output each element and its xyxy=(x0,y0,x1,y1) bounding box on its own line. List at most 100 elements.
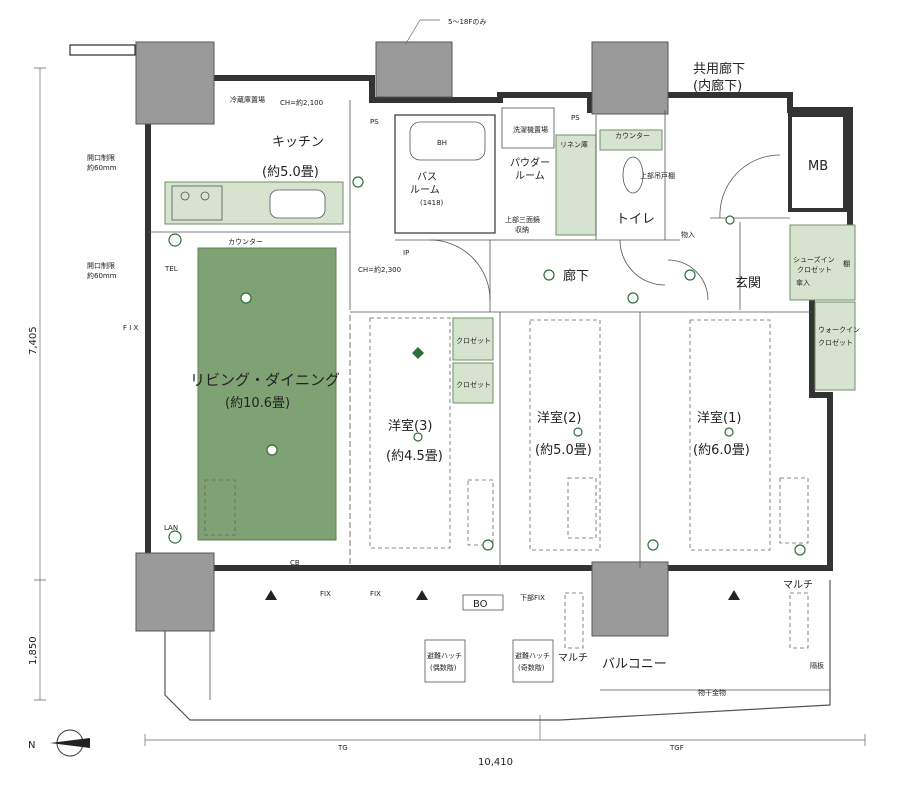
opening1: 開口制限 xyxy=(87,153,115,162)
toilet-counter xyxy=(599,129,663,151)
walkin-label: ウォークイン xyxy=(818,326,860,334)
mb-name: MB xyxy=(808,159,828,174)
dim-depth-balcony: 1,850 xyxy=(28,636,39,665)
room2-size: (約5.0畳) xyxy=(535,443,592,458)
corridor-sub: (内廊下) xyxy=(693,78,742,94)
fridge-label: 冷蔵庫置場 xyxy=(230,95,265,104)
tg-label: TG xyxy=(337,744,348,752)
bath-code: (1418) xyxy=(420,199,444,207)
column-ne xyxy=(591,41,669,115)
hatch2b: (奇数階) xyxy=(518,663,545,672)
shoe-closet xyxy=(789,224,856,301)
shelf-label: 棚 xyxy=(843,259,850,268)
bath-name2: ルーム xyxy=(410,184,440,196)
column-n xyxy=(375,41,453,98)
counter-toilet: カウンター xyxy=(615,131,650,140)
toilet-bowl xyxy=(622,156,644,194)
umb-label: 傘入 xyxy=(796,278,810,287)
room2-name: 洋室(2) xyxy=(537,410,581,426)
counter-kitchen: カウンター xyxy=(228,237,263,246)
column-nw xyxy=(135,41,215,125)
powder-name1: パウダー xyxy=(510,156,550,169)
floor-note: 5～18Fのみ xyxy=(448,18,486,26)
hanging-label: 上部吊戸棚 xyxy=(640,171,675,180)
bh-label: BH xyxy=(437,139,447,147)
ldk-floor xyxy=(197,247,337,541)
north-label: N xyxy=(28,740,35,751)
opening2b: 約60mm xyxy=(87,271,117,280)
linen-label: リネン庫 xyxy=(560,140,588,149)
opening1b: 約60mm xyxy=(87,163,117,172)
walkin-closet xyxy=(814,301,856,391)
ch-hall: CH=約2,300 xyxy=(358,265,401,274)
tel-label: TEL xyxy=(164,265,178,273)
neighbor-wall xyxy=(69,44,136,56)
shoes-closet-label: クロゼット xyxy=(797,265,832,274)
room1-name: 洋室(1) xyxy=(697,410,741,426)
washer-area xyxy=(501,107,555,149)
north-arrow-icon xyxy=(50,738,90,748)
light-fixtures xyxy=(168,176,806,556)
partition-label: 隔板 xyxy=(810,661,824,670)
hatch2a: 避難ハッチ xyxy=(515,651,550,660)
ldk-size: (約10.6畳) xyxy=(225,396,290,411)
room3-size: (約4.5畳) xyxy=(386,449,443,464)
ldk-name: リビング・ダイニング xyxy=(190,371,340,389)
delivery-label: 物入 xyxy=(681,230,695,239)
multi2-label: マルチ xyxy=(783,579,813,591)
washer-label: 洗濯機置場 xyxy=(513,125,548,134)
room3-name: 洋室(3) xyxy=(388,418,432,434)
hatch-even xyxy=(424,639,466,683)
hatch1b: (偶数階) xyxy=(430,663,457,672)
walkin-label2: クロゼット xyxy=(818,338,853,347)
toilet-name: トイレ xyxy=(616,212,655,227)
fix-low-label: 下部FIX xyxy=(520,593,545,602)
kitchen-name: キッチン xyxy=(272,135,324,150)
column-se xyxy=(591,561,669,637)
column-sw xyxy=(135,552,215,632)
kitchen-size: (約5.0畳) xyxy=(262,165,319,180)
hatch-odd xyxy=(512,639,554,683)
cb-label: CB xyxy=(290,559,300,567)
entrance-name: 玄関 xyxy=(735,276,761,291)
fix2-label: FIX xyxy=(370,590,381,598)
room1-size: (約6.0畳) xyxy=(693,443,750,458)
corridor-title: 共用廊下 xyxy=(693,61,745,77)
mb-box xyxy=(788,113,847,212)
ps1-label: PS xyxy=(370,118,379,126)
bathtub xyxy=(409,121,486,161)
tgf-label: TGF xyxy=(669,744,684,752)
opening2: 開口制限 xyxy=(87,261,115,270)
balcony-name: バルコニー xyxy=(602,657,667,672)
closet-a-label: クロゼット xyxy=(456,336,491,345)
dim-width: 10,410 xyxy=(478,757,513,768)
closet-room3-b xyxy=(452,362,494,404)
multi-left xyxy=(564,592,584,649)
dryer-label: 物干金物 xyxy=(698,688,726,697)
mirror-label2: 収納 xyxy=(515,225,529,234)
hall-name: 廊下 xyxy=(563,268,589,284)
ps2-label: PS xyxy=(571,114,580,122)
hatch1a: 避難ハッチ xyxy=(427,651,462,660)
fix-side-label: F I X xyxy=(123,324,139,332)
closet-b-label: クロゼット xyxy=(456,380,491,389)
bo-box xyxy=(462,594,504,611)
dim-depth-main: 7,405 xyxy=(28,326,39,355)
bo-label: BO xyxy=(473,599,488,610)
shoes-in-label: シューズイン xyxy=(793,255,835,264)
ip-label: IP xyxy=(403,249,409,257)
multi1-label: マルチ xyxy=(558,652,588,664)
diamond-fixture xyxy=(412,347,424,359)
fix1-label: FIX xyxy=(320,590,331,598)
bath-name1: バス xyxy=(417,171,437,183)
ch-kitchen: CH=約2,100 xyxy=(280,98,323,107)
closet-room3-a xyxy=(452,317,494,361)
mirror-label: 上部三面鏡 xyxy=(505,215,540,224)
lan-label: LAN xyxy=(164,524,178,532)
powder-name2: ルーム xyxy=(515,170,545,182)
multi-right xyxy=(789,592,809,649)
balcony-outline xyxy=(164,580,831,721)
powder-vanity xyxy=(555,134,597,236)
